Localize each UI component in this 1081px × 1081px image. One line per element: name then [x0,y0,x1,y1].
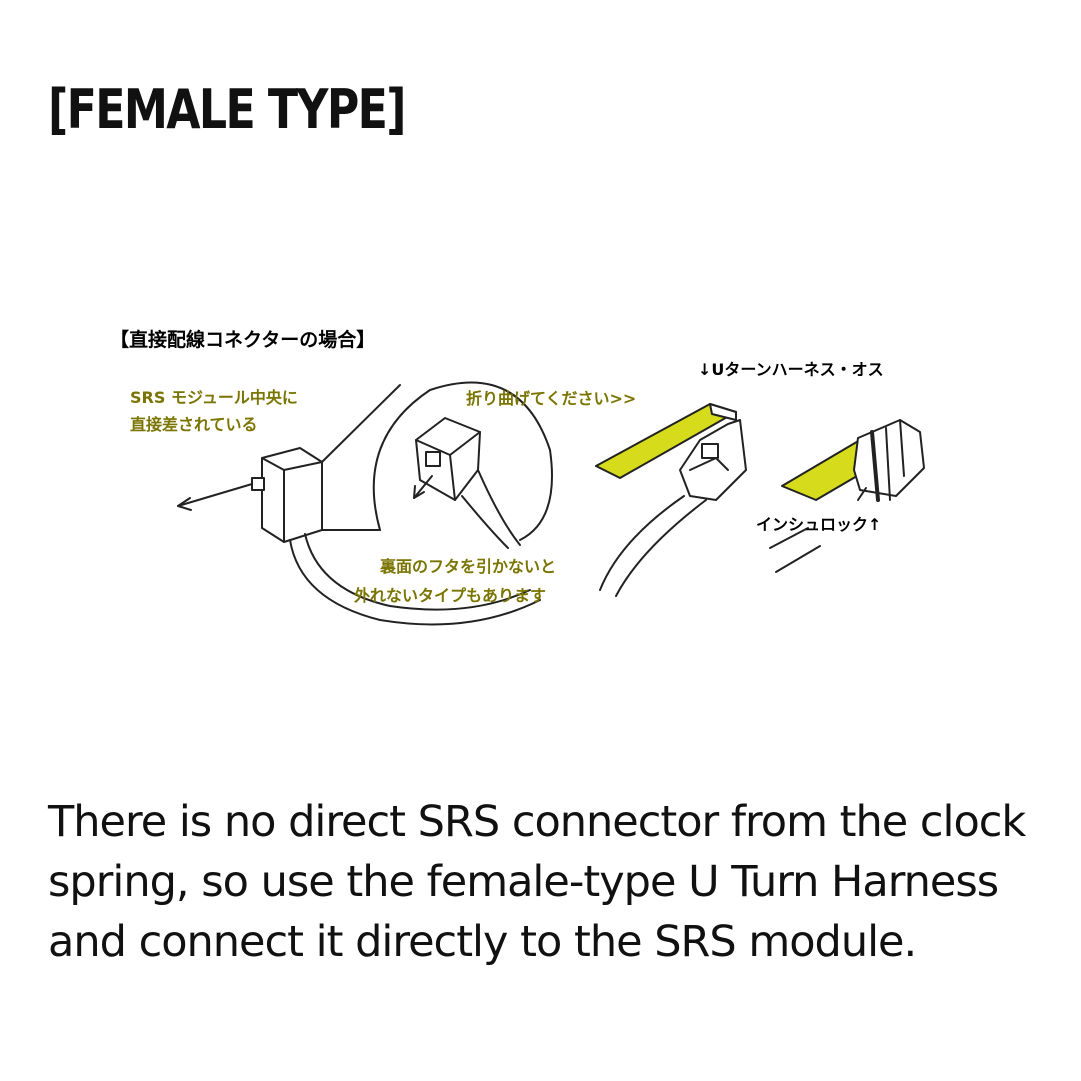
label-fold: 折り曲げてください>> [466,389,636,408]
description-line-1: There is no direct SRS connector from th… [48,797,1026,847]
label-cover-line1: 裏面のフタを引かないと [379,557,556,576]
label-harness: ↓Uターンハーネス・オス [698,360,884,379]
magnify-circle [372,381,553,541]
page-title: [FEMALE TYPE] [48,78,406,141]
label-module-line1: SRS モジュール中央に [130,388,298,407]
description-line-3: and connect it directly to the SRS modul… [48,917,917,967]
label-cable-tie: インシュロック↑ [756,515,881,534]
description-line-2: spring, so use the female-type U Turn Ha… [48,857,999,907]
description-text: There is no direct SRS connector from th… [48,792,1048,972]
u-turn-harness-drawing [595,403,747,597]
assembled-connector-drawing [781,419,925,502]
magnified-connector-drawing [415,417,521,549]
label-module-line2: 直接差されている [130,415,258,434]
magnified-pointer-arrow [413,475,433,499]
diagram-header: 【直接配線コネクターの場合】 [110,328,375,351]
motion-lines [769,527,821,573]
magnify-lines [321,384,401,531]
module-pointer-arrow [177,483,253,507]
label-cover-line2: 外れないタイプもあります [353,586,546,605]
